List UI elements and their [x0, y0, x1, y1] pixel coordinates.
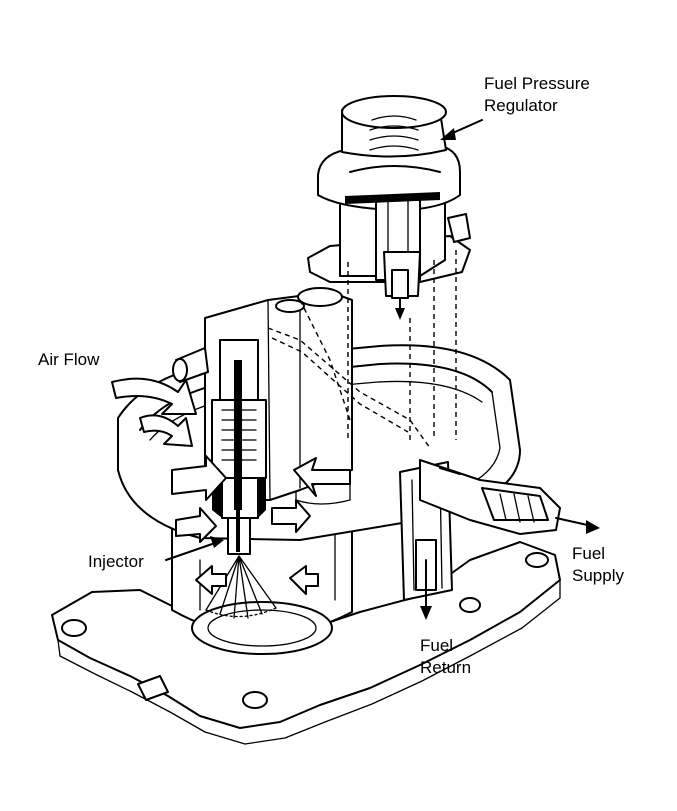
regulator-label-line1: Fuel Pressure	[484, 74, 590, 93]
air-flow-arrows	[111, 377, 351, 595]
fuel-pressure-regulator	[307, 95, 471, 320]
fuel-supply-label-line1: Fuel	[572, 544, 606, 563]
injector-body	[211, 339, 267, 555]
fuel-supply-label-line2: Supply	[572, 566, 624, 585]
leader-arrows	[165, 119, 483, 561]
fuel-supply-fitting	[419, 459, 600, 535]
injector-leader-line	[165, 541, 219, 561]
fuel-supply-label: Fuel Supply	[572, 543, 624, 587]
regulator-guide-lines	[347, 250, 457, 440]
regulator-leader-arrowhead	[440, 128, 456, 140]
regulator-label: Fuel Pressure Regulator	[484, 73, 590, 117]
fuel-return-label-line2: Return	[420, 658, 472, 677]
air-flow-label: Air Flow	[38, 350, 100, 369]
fuel-passage	[267, 299, 431, 449]
regulator-label-line2: Regulator	[484, 96, 558, 115]
fuel-return-label-line1: Fuel	[420, 636, 454, 655]
fuel-return-label: Fuel Return	[420, 635, 471, 679]
injector-leader-arrowhead	[210, 536, 224, 548]
injector-label: Injector	[88, 552, 144, 571]
